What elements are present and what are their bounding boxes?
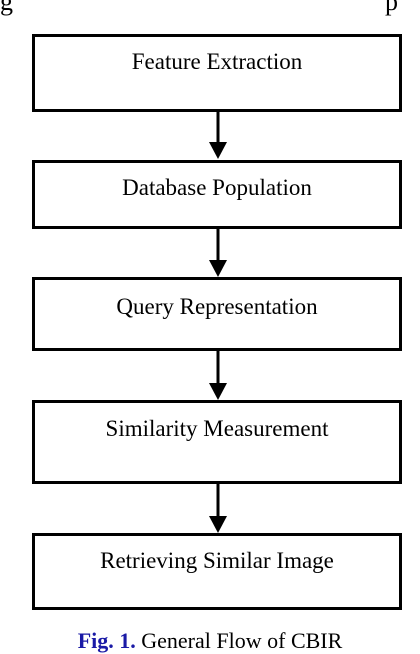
page-text-fragment: g p (0, 0, 420, 16)
step-database-population: Database Population (32, 160, 402, 229)
arrow-2 (209, 229, 227, 277)
figure-caption: Fig. 1. General Flow of CBIR (0, 628, 420, 654)
step-label: Database Population (122, 175, 312, 200)
step-query-representation: Query Representation (32, 277, 402, 351)
step-similarity-measurement: Similarity Measurement (32, 400, 402, 484)
step-label: Similarity Measurement (105, 416, 329, 441)
fragment-left: g (0, 0, 13, 16)
arrow-1 (209, 112, 227, 159)
fragment-right: p (385, 0, 398, 16)
arrow-4 (209, 484, 227, 533)
figure-title: General Flow of CBIR (141, 628, 343, 653)
step-retrieving-similar-image: Retrieving Similar Image (32, 533, 402, 610)
figure-number: Fig. 1. (77, 628, 136, 653)
step-label: Query Representation (116, 294, 318, 319)
step-label: Retrieving Similar Image (100, 548, 334, 573)
step-feature-extraction: Feature Extraction (32, 34, 402, 112)
arrow-3 (209, 351, 227, 400)
step-label: Feature Extraction (131, 49, 303, 74)
